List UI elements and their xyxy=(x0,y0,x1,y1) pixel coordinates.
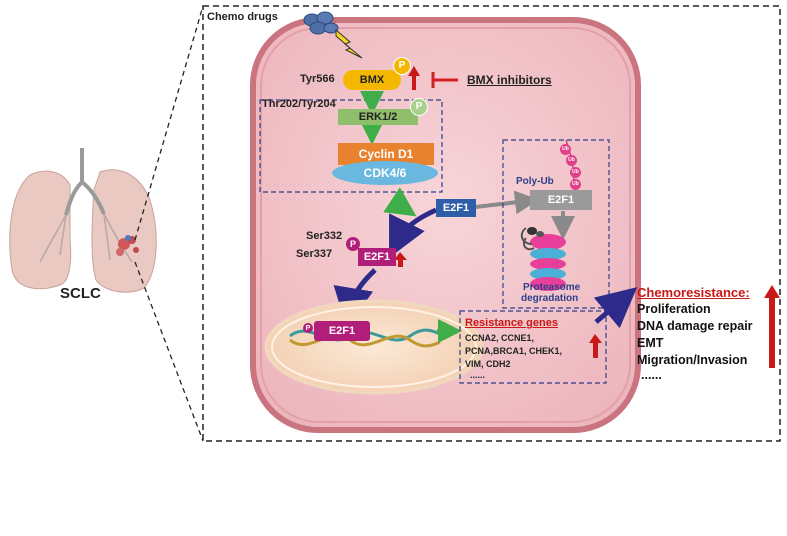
ub-tag: Ub xyxy=(566,155,577,166)
proteasome-label: Proteasome xyxy=(523,282,581,293)
outcome-item: ...... xyxy=(641,368,662,382)
erk-cyclin-box xyxy=(259,99,443,193)
e2f1-ubiquitinated-node: E2F1 xyxy=(530,190,592,210)
genes-line-1: CCNA2, CCNE1, xyxy=(465,333,535,343)
proteasome-icon xyxy=(520,227,566,291)
zoom-frame xyxy=(202,5,781,442)
bmx-phospho-p: P xyxy=(393,57,411,75)
thr202-tyr204-label: Thr202/Tyr204 xyxy=(262,98,336,110)
degradation-label: degradation xyxy=(521,293,579,304)
poly-ub-label: Poly-Ub xyxy=(516,176,554,187)
genes-ellipsis: ...... xyxy=(470,370,486,380)
cyclin-d1-node: Cyclin D1 xyxy=(338,143,434,165)
lightning-icon xyxy=(335,28,363,59)
phosphorylation-arrow xyxy=(389,207,438,258)
outcome-item: DNA damage repair xyxy=(637,319,753,333)
chemoresistance-title: Chemoresistance: xyxy=(637,285,750,300)
ub-tag: Ub xyxy=(570,179,581,190)
outcome-item: Proliferation xyxy=(637,302,711,316)
ub-tag: Ub xyxy=(570,167,581,178)
genes-line-2: PCNA,BRCA1, CHEK1, xyxy=(465,346,563,356)
e2f1-cytoplasm-node: E2F1 xyxy=(436,199,476,217)
chemo-drugs-label: Chemo drugs xyxy=(207,11,278,23)
erk-phospho-p: P xyxy=(410,98,428,116)
zoom-line-top xyxy=(134,5,204,241)
increase-arrow xyxy=(769,296,775,368)
bmx-node: BMX xyxy=(343,70,401,90)
genes-line-3: VIM, CDH2 xyxy=(465,359,511,369)
nucleus xyxy=(264,299,484,395)
ser337-label: Ser337 xyxy=(296,248,333,260)
resistance-genes-box xyxy=(459,310,607,384)
e2f1-phospho-p: P xyxy=(346,237,360,251)
cdk46-node: CDK4/6 xyxy=(332,161,438,185)
outcome-item: EMT xyxy=(637,336,664,350)
ub-tag: Ub xyxy=(560,144,571,155)
e2f1-phospho-node: E2F1 xyxy=(358,248,396,266)
zoom-line-bottom xyxy=(134,261,204,442)
lung-icon xyxy=(9,148,157,293)
outcome-item: Migration/Invasion xyxy=(637,353,748,367)
resistance-genes-title: Resistance genes xyxy=(465,317,558,329)
ser332-label: Ser332 xyxy=(306,230,343,242)
tyr566-label: Tyr566 xyxy=(300,73,335,85)
chemoresistance-arrow xyxy=(593,287,638,329)
membrane-receptor-icon xyxy=(303,11,339,35)
sclc-label: SCLC xyxy=(60,285,101,302)
nuclear-e2f1-phospho-p: P xyxy=(303,323,313,333)
bmx-inhibitors-label: BMX inhibitors xyxy=(467,73,552,87)
proteasome-box xyxy=(502,139,610,309)
e2f1-nuclear-node: E2F1 xyxy=(314,321,370,341)
erk-node: ERK1/2 xyxy=(338,109,418,125)
